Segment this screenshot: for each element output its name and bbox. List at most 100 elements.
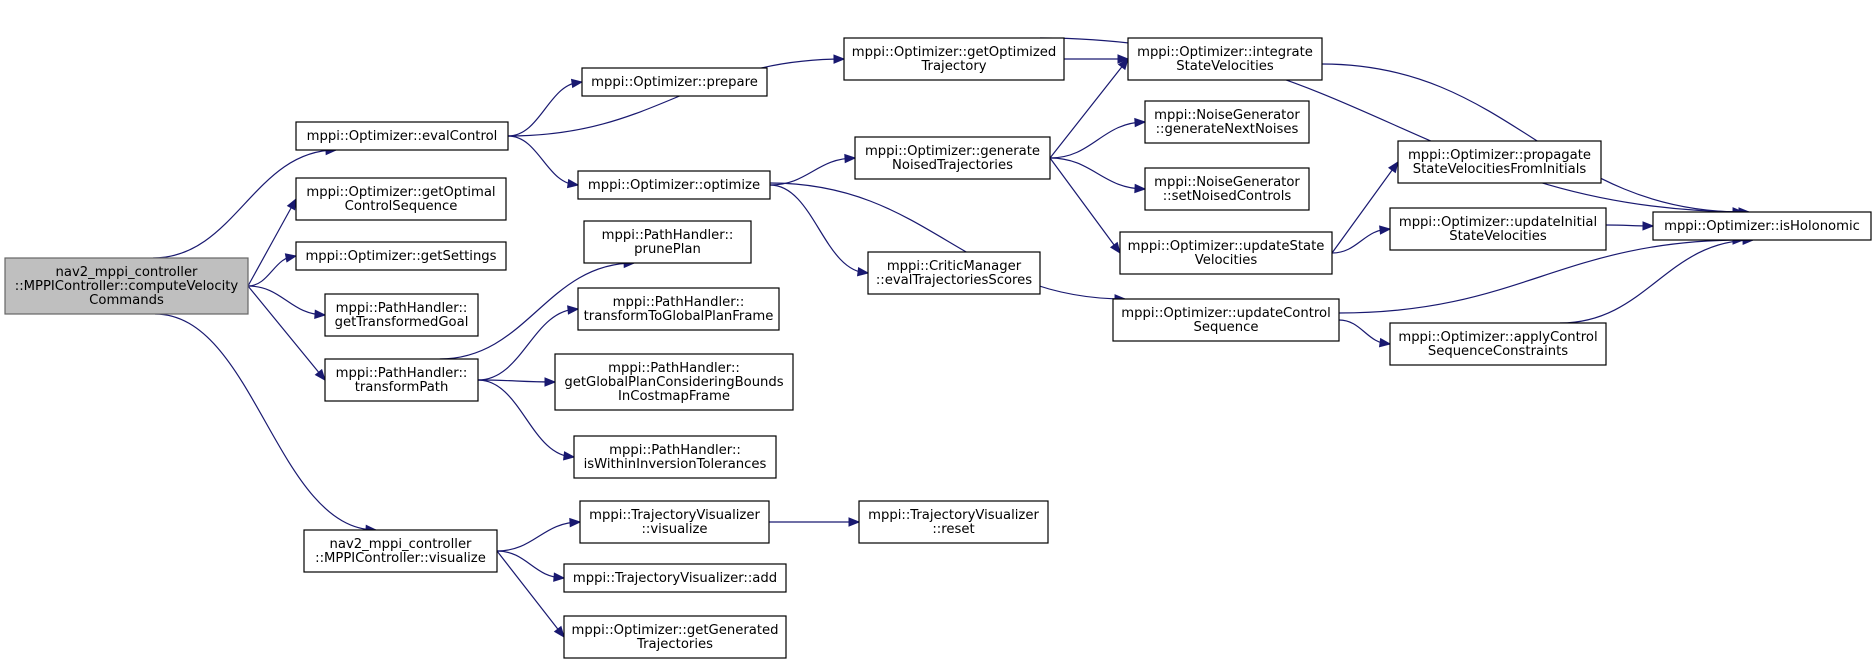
- node-box-getGlobal: [554, 353, 794, 411]
- node-box-updState: [1119, 231, 1333, 275]
- node-box-setNoised: [1144, 167, 1310, 211]
- node-label-setNoised-line0: mppi::NoiseGenerator: [1154, 175, 1300, 190]
- node-label-genNext-line0: mppi::NoiseGenerator: [1154, 108, 1300, 123]
- edge-evalControl-to-prepare: [507, 81, 583, 137]
- node-propagate[interactable]: mppi::Optimizer::propagateStateVelocitie…: [1397, 140, 1602, 184]
- node-box-getSettings: [295, 241, 507, 271]
- edge-transformPath-to-toGlobal: [477, 308, 579, 381]
- node-box-tvVisualize: [579, 500, 770, 544]
- node-label-getGlobal-line1: getGlobalPlanConsideringBounds: [564, 375, 783, 390]
- arrowhead-optimize-to-genNoised: [844, 153, 857, 164]
- node-toGlobal[interactable]: mppi::PathHandler::transformToGlobalPlan…: [577, 287, 780, 331]
- node-label-setNoised-line1: ::setNoisedControls: [1163, 189, 1292, 204]
- arrowhead-evalControl-to-prepare: [570, 78, 584, 89]
- node-label-getOptCtrl-line0: mppi::Optimizer::getOptimal: [306, 185, 495, 200]
- arrowhead-genNoised-to-genNext: [1134, 117, 1147, 128]
- node-prepare[interactable]: mppi::Optimizer::prepare: [581, 67, 768, 97]
- node-label-root-line0: nav2_mppi_controller: [56, 265, 199, 280]
- node-label-optimize-line0: mppi::Optimizer::optimize: [588, 178, 760, 193]
- node-box-getTransGoal: [324, 293, 479, 337]
- arrowhead-root-to-transformPath: [314, 368, 326, 382]
- node-genNext[interactable]: mppi::NoiseGenerator::generateNextNoises: [1144, 100, 1310, 144]
- edge-updState-to-propagate: [1331, 161, 1399, 254]
- edge-root-to-visualize: [154, 313, 377, 531]
- node-label-genNoised-line1: NoisedTrajectories: [892, 158, 1013, 173]
- arrowhead-transformPath-to-toGlobal: [567, 305, 580, 315]
- node-getOptCtrl[interactable]: mppi::Optimizer::getOptimalControlSequen…: [295, 177, 507, 221]
- node-getSettings[interactable]: mppi::Optimizer::getSettings: [295, 241, 507, 271]
- node-label-getOptTraj-line0: mppi::Optimizer::getOptimized: [852, 45, 1057, 60]
- arrowhead-tvVisualize-to-tvReset: [848, 517, 861, 527]
- node-label-evalScores-line1: ::evalTrajectoriesScores: [876, 273, 1032, 288]
- edge-genNoised-to-integrate: [1049, 58, 1129, 159]
- edge-optimize-to-genNoised: [769, 157, 856, 186]
- arrowhead-optimize-to-evalScores: [856, 266, 870, 277]
- node-tvReset[interactable]: mppi::TrajectoryVisualizer::reset: [858, 500, 1049, 544]
- node-label-updState-line0: mppi::Optimizer::updateState: [1128, 239, 1325, 254]
- node-applyCtrl[interactable]: mppi::Optimizer::applyControlSequenceCon…: [1389, 322, 1607, 366]
- node-box-propagate: [1397, 140, 1602, 184]
- node-tvAdd[interactable]: mppi::TrajectoryVisualizer::add: [563, 563, 787, 593]
- arrowhead-evalControl-to-optimize: [566, 178, 580, 189]
- arrowhead-updState-to-propagate: [1387, 160, 1399, 174]
- arrowhead-updState-to-updInitial: [1379, 225, 1392, 235]
- edge-genNoised-to-genNext: [1049, 121, 1146, 159]
- node-visualize[interactable]: nav2_mppi_controller::MPPIController::vi…: [303, 529, 498, 573]
- node-label-updCtrlSeq-line1: Sequence: [1193, 320, 1258, 335]
- node-label-getGenTraj-line1: Trajectories: [636, 637, 713, 652]
- node-label-root-line2: Commands: [89, 293, 164, 308]
- call-edges: [152, 37, 1755, 639]
- node-label-getGenTraj-line0: mppi::Optimizer::getGenerated: [572, 623, 779, 638]
- node-label-getGlobal-line0: mppi::PathHandler::: [608, 361, 740, 376]
- node-box-root: [4, 257, 249, 315]
- node-box-getOptTraj: [843, 37, 1065, 81]
- node-label-tvReset-line0: mppi::TrajectoryVisualizer: [868, 508, 1039, 523]
- edge-transformPath-to-prunePlan: [439, 262, 635, 360]
- node-label-getGlobal-line2: InCostmapFrame: [618, 389, 730, 404]
- node-label-tvAdd-line0: mppi::TrajectoryVisualizer::add: [573, 571, 777, 586]
- node-label-prunePlan-line1: prunePlan: [634, 242, 701, 257]
- node-label-getTransGoal-line0: mppi::PathHandler::: [336, 301, 468, 316]
- node-transformPath[interactable]: mppi::PathHandler::transformPath: [324, 358, 479, 402]
- node-optimize[interactable]: mppi::Optimizer::optimize: [577, 170, 771, 200]
- node-box-optimize: [577, 170, 771, 200]
- node-label-integrate-line1: StateVelocities: [1176, 59, 1274, 74]
- node-getGenTraj[interactable]: mppi::Optimizer::getGeneratedTrajectorie…: [563, 615, 787, 659]
- node-isWithin[interactable]: mppi::PathHandler::isWithinInversionTole…: [573, 435, 777, 479]
- edge-root-to-getOptCtrl: [247, 198, 297, 287]
- node-evalControl[interactable]: mppi::Optimizer::evalControl: [295, 121, 509, 151]
- arrowhead-visualize-to-tvVisualize: [569, 517, 582, 528]
- node-label-getSettings-line0: mppi::Optimizer::getSettings: [305, 249, 496, 264]
- node-prunePlan[interactable]: mppi::PathHandler::prunePlan: [583, 220, 752, 264]
- node-label-getOptTraj-line1: Trajectory: [920, 59, 986, 74]
- edge-visualize-to-getGenTraj: [496, 550, 565, 638]
- node-tvVisualize[interactable]: mppi::TrajectoryVisualizer::visualize: [579, 500, 770, 544]
- node-evalScores[interactable]: mppi::CriticManager::evalTrajectoriesSco…: [867, 251, 1041, 295]
- node-updInitial[interactable]: mppi::Optimizer::updateInitialStateVeloc…: [1389, 207, 1607, 251]
- node-label-updCtrlSeq-line0: mppi::Optimizer::updateControl: [1121, 306, 1330, 321]
- node-box-getGenTraj: [563, 615, 787, 659]
- node-genNoised[interactable]: mppi::Optimizer::generateNoisedTrajector…: [854, 136, 1051, 180]
- node-isHolonomic[interactable]: mppi::Optimizer::isHolonomic: [1652, 211, 1872, 241]
- node-getGlobal[interactable]: mppi::PathHandler::getGlobalPlanConsider…: [554, 353, 794, 411]
- node-integrate[interactable]: mppi::Optimizer::integrateStateVelocitie…: [1127, 37, 1323, 81]
- arrowhead-root-to-getTransGoal: [314, 309, 327, 320]
- arrowhead-updCtrlSeq-to-applyCtrl: [1378, 337, 1392, 348]
- node-box-visualize: [303, 529, 498, 573]
- node-setNoised[interactable]: mppi::NoiseGenerator::setNoisedControls: [1144, 167, 1310, 211]
- node-box-applyCtrl: [1389, 322, 1607, 366]
- node-box-genNext: [1144, 100, 1310, 144]
- node-box-integrate: [1127, 37, 1323, 81]
- edge-evalControl-to-optimize: [507, 135, 579, 186]
- node-box-evalScores: [867, 251, 1041, 295]
- node-label-applyCtrl-line1: SequenceConstraints: [1428, 344, 1568, 359]
- node-label-updInitial-line0: mppi::Optimizer::updateInitial: [1399, 215, 1597, 230]
- node-getTransGoal[interactable]: mppi::PathHandler::getTransformedGoal: [324, 293, 479, 337]
- node-root: nav2_mppi_controller::MPPIController::co…: [4, 257, 249, 315]
- node-label-visualize-line0: nav2_mppi_controller: [330, 537, 473, 552]
- edge-visualize-to-tvVisualize: [496, 521, 581, 552]
